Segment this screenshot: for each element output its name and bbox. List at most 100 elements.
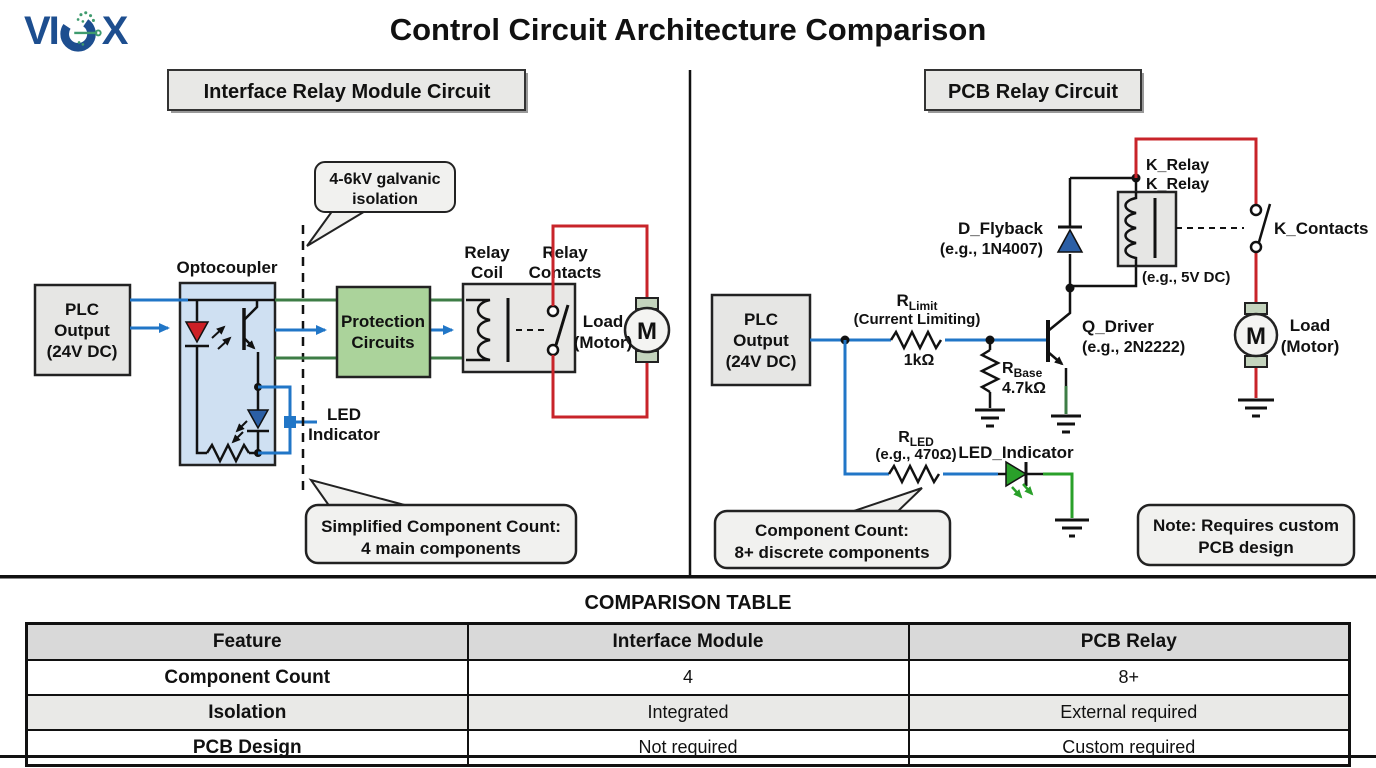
logo-text-x: X — [101, 9, 129, 53]
left-signal-wires — [130, 298, 463, 360]
optocoupler-label: Optocoupler — [176, 258, 277, 277]
k-contacts-symbol — [1249, 203, 1272, 254]
viox-logo: VI X — [24, 8, 129, 54]
cell-feature: Component Count — [25, 659, 469, 696]
circuit-diagrams: Interface Relay Module Circuit PLC Outpu… — [0, 69, 1376, 579]
light-arrow-1 — [211, 325, 226, 339]
interface-relay-panel: Interface Relay Module Circuit PLC Outpu… — [33, 69, 671, 565]
k-contacts-label: K_Contacts — [1274, 219, 1368, 238]
light-arrow-2 — [217, 336, 232, 350]
k-relay-label-2: K_Relay — [1146, 176, 1209, 193]
protection-label-1: Protection — [341, 312, 425, 331]
plc-label-1: PLC — [65, 300, 99, 319]
led-indicator-label-1: LED — [327, 405, 361, 424]
left-panel-title: Interface Relay Module Circuit — [204, 81, 491, 103]
r-led-name: R — [898, 429, 910, 446]
left-count-callout-pointer — [308, 478, 413, 508]
comparison-section: COMPARISON TABLE Feature Interface Modul… — [0, 582, 1376, 767]
led-indicator-label-2: Indicator — [308, 425, 380, 444]
header-pcb-relay: PCB Relay — [907, 622, 1351, 661]
left-count-callout — [304, 503, 578, 565]
left-count-text-1: Simplified Component Count: — [321, 517, 561, 536]
green-led-emit-arrow-1 — [1011, 486, 1023, 499]
cell-feature: PCB Design — [25, 729, 469, 767]
right-count-text-2: 8+ discrete components — [734, 543, 929, 562]
pcb-note-box — [1136, 503, 1356, 567]
led-indicator-tap — [258, 385, 317, 455]
table-row-isolation: Isolation Integrated External required — [25, 694, 1351, 731]
isolation-text-2: isolation — [352, 191, 418, 208]
led-indicator-r-label: LED_Indicator — [958, 443, 1074, 462]
r-led-label: RLED — [898, 429, 934, 449]
left-load-wires — [551, 224, 649, 419]
left-load-label-2: (Motor) — [574, 333, 633, 352]
isolation-callout — [314, 161, 456, 213]
isolation-callout-pointer — [306, 209, 371, 247]
comparison-table: Feature Interface Module PCB Relay Compo… — [25, 622, 1351, 767]
relay-contacts-label-2: Contacts — [529, 263, 602, 282]
protection-label-2: Circuits — [351, 333, 414, 352]
led-emit-arrow-1 — [235, 420, 248, 433]
led-branch — [843, 340, 1089, 538]
cell-value: 8+ — [907, 659, 1351, 696]
isolation-text-1: 4-6kV galvanic — [329, 171, 440, 188]
left-motor-letter: M — [637, 318, 657, 345]
right-count-callout — [713, 509, 952, 570]
r-limit-sub: Limit — [909, 299, 938, 313]
header-feature: Feature — [25, 622, 469, 661]
left-count-text-2: 4 main components — [361, 539, 521, 558]
right-count-text-1: Component Count: — [755, 521, 909, 540]
led-ground — [1055, 518, 1089, 538]
plc-r-label-2: Output — [733, 331, 789, 350]
flyback-diode — [1056, 228, 1084, 253]
cell-value: Integrated — [466, 694, 910, 731]
right-motor-symbol: M — [1233, 302, 1279, 368]
table-row-component-count: Component Count 4 8+ — [25, 659, 1351, 696]
optocoupler-internals — [184, 298, 275, 464]
pcb-note-text-1: Note: Requires custom — [1153, 516, 1339, 535]
right-load-label-2: (Motor) — [1281, 337, 1340, 356]
base-drive-wiring — [810, 329, 1046, 351]
right-load-wires — [1134, 137, 1258, 398]
r-base-sub: Base — [1014, 366, 1043, 380]
r-limit-desc: (Current Limiting) — [854, 311, 981, 328]
right-panel-title-box — [924, 69, 1142, 111]
q-driver-transistor — [1046, 288, 1081, 434]
r-base-value: 4.7kΩ — [1002, 380, 1046, 397]
opto-resistor — [205, 442, 251, 464]
r-limit-name: R — [897, 291, 909, 310]
r-limit-label: RLimit — [897, 291, 938, 313]
green-led — [1005, 460, 1028, 488]
led-emit-arrow-2 — [231, 431, 244, 444]
logo-text-vi: VI — [24, 9, 60, 53]
plc-r-label-3: (24V DC) — [726, 352, 797, 371]
k-relay-rating: (e.g., 5V DC) — [1142, 269, 1230, 286]
right-load-label-1: Load — [1290, 316, 1331, 335]
section-divider — [0, 575, 1376, 579]
cell-value: Custom required — [907, 729, 1351, 767]
plc-label-2: Output — [54, 321, 110, 340]
photo-transistor-emitter — [243, 337, 256, 350]
logo-o-circuit-icon — [60, 11, 102, 52]
r-base-resistor — [979, 348, 1001, 394]
table-header-row: Feature Interface Module PCB Relay — [25, 622, 1351, 661]
d-flyback-label-1: D_Flyback — [958, 219, 1044, 238]
cell-value: External required — [907, 694, 1351, 731]
r-base-name: R — [1002, 360, 1014, 377]
plc-output-box — [33, 283, 132, 377]
left-load-label-1: Load — [583, 312, 624, 331]
k-relay-coil-symbol — [1124, 192, 1157, 266]
r-base-branch — [975, 340, 1005, 428]
r-led-desc: (e.g., 470Ω) — [875, 446, 956, 463]
protection-circuits-box — [335, 285, 432, 379]
left-motor-symbol: M — [623, 297, 671, 363]
relay-coil-label-2: Coil — [471, 263, 503, 282]
right-motor-ground — [1238, 398, 1274, 418]
led-indicator-node — [284, 416, 296, 428]
header-interface-module: Interface Module — [466, 622, 910, 661]
logo-probe-tip — [94, 29, 102, 37]
k-relay-label-1: K_Relay — [1146, 157, 1209, 174]
green-led-emit-arrow-2 — [1022, 483, 1034, 496]
d-flyback-branch — [1056, 173, 1141, 293]
